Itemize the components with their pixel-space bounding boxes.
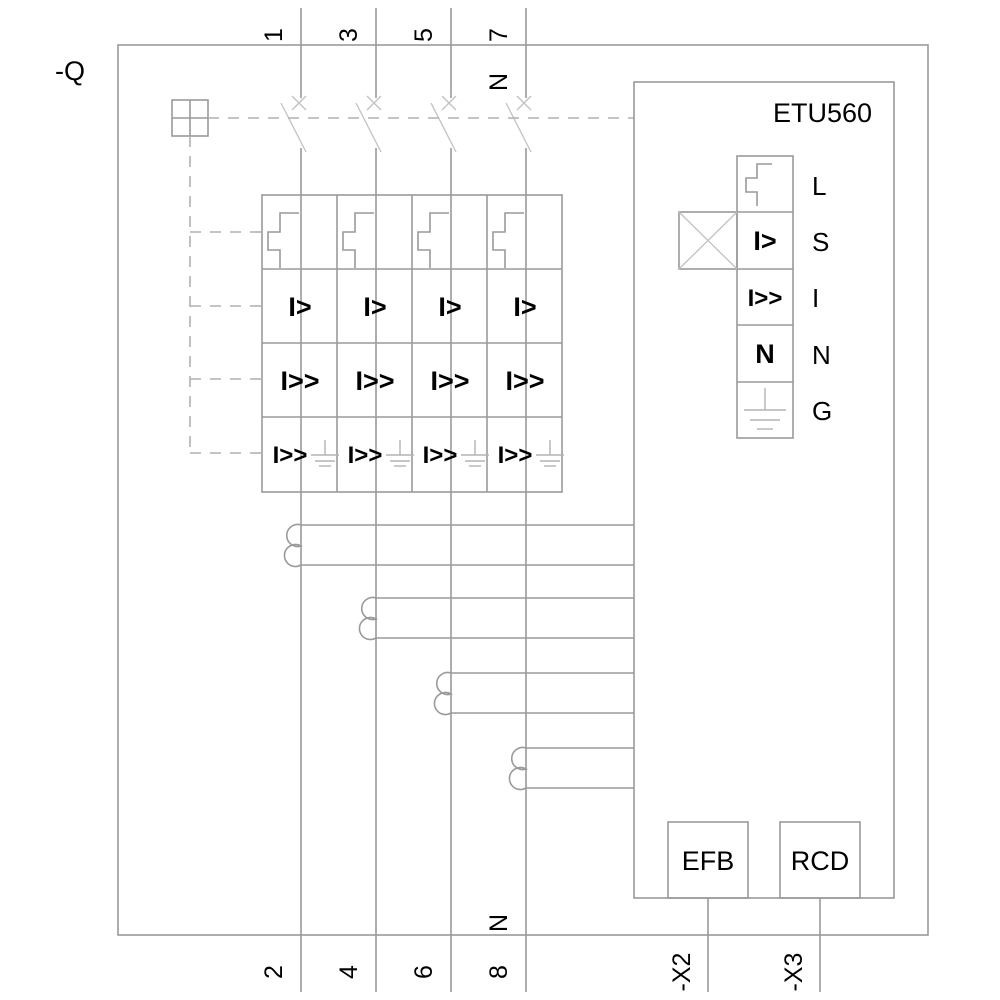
pole-symbol-earthfault: I>> [273, 442, 308, 469]
trip-unit-symbol-n: N [755, 339, 775, 369]
trip-unit-title: ETU560 [773, 98, 872, 128]
current-transformer-coils [283, 523, 634, 791]
output-modules: EFB RCD [667, 821, 861, 992]
ground-icon [536, 440, 564, 467]
trip-unit-cell-l [745, 163, 772, 206]
pole-conductors [300, 8, 527, 992]
device-tag: -Q [55, 56, 85, 86]
trip-unit-outline [633, 81, 895, 899]
trip-unit-symbol-i: I>> [748, 285, 783, 312]
bottom-terminal-label-6: 6 [410, 965, 438, 979]
pole-block [261, 194, 563, 493]
pole-symbol-overcurrent: I> [438, 292, 461, 322]
ct-coil-pole-3 [433, 671, 634, 716]
top-terminal-label-7: 7 [485, 28, 513, 42]
ct-coil-pole-2 [358, 596, 634, 641]
earthfault-row: I>> I>> I>> I>> [273, 440, 564, 469]
bottom-terminal-label-4: 4 [335, 965, 363, 979]
ground-icon [311, 440, 339, 467]
top-terminal-sublabel-n: N [485, 73, 513, 91]
pole-symbol-overcurrent: I> [363, 292, 386, 322]
thermal-release-icon [492, 212, 524, 268]
pole-symbol-shortcircuit: I>> [430, 366, 469, 396]
bottom-terminal-sublabel-n: N [485, 914, 513, 932]
pole-symbol-earthfault: I>> [423, 442, 458, 469]
thermal-release-icon [417, 212, 449, 268]
top-terminal-label-1: 1 [260, 28, 288, 42]
switch-contact-pole-4 [505, 95, 532, 153]
trip-unit-stack: L I> S I>> I N N G [678, 155, 832, 439]
ground-icon [386, 440, 414, 467]
device-outline [117, 44, 929, 936]
thermal-release-icon [267, 212, 299, 268]
ct-summation-icon [678, 211, 738, 270]
efb-module-label: EFB [682, 846, 735, 876]
trip-unit-side-label-s: S [812, 227, 829, 257]
ground-icon [461, 440, 489, 467]
thermal-release-icon [342, 212, 374, 268]
trip-unit-side-label-g: G [812, 396, 832, 426]
module-terminal-label-x2: -X2 [668, 953, 696, 992]
pole-symbol-overcurrent: I> [288, 292, 311, 322]
switch-contact-pole-1 [280, 95, 307, 153]
switch-contact-pole-2 [355, 95, 382, 153]
trip-unit-stack-outline [736, 155, 794, 439]
pole-symbol-earthfault: I>> [498, 442, 533, 469]
trip-unit-panel: ETU560 [633, 81, 895, 899]
trip-unit-side-label-l: L [812, 171, 826, 201]
trip-unit-symbol-s: I> [753, 226, 776, 256]
ct-coil-pole-4 [508, 746, 634, 791]
pole-symbol-shortcircuit: I>> [355, 366, 394, 396]
trip-unit-side-label-n: N [812, 340, 831, 370]
pole-symbol-shortcircuit: I>> [280, 366, 319, 396]
switch-contact-pole-3 [430, 95, 457, 153]
module-terminal-label-x3: -X3 [780, 953, 808, 992]
shortcircuit-row: I>> I>> I>> I>> [280, 366, 544, 396]
top-terminal-label-3: 3 [335, 28, 363, 42]
switch-contacts [280, 95, 532, 153]
pole-symbol-earthfault: I>> [348, 442, 383, 469]
mechanical-linkage [171, 99, 634, 455]
overcurrent-row: I> I> I> I> [288, 292, 536, 322]
bottom-terminal-label-2: 2 [260, 965, 288, 979]
rcd-module-label: RCD [791, 846, 850, 876]
pole-symbol-shortcircuit: I>> [505, 366, 544, 396]
thermal-release-row [267, 212, 524, 268]
trip-unit-ground-icon [744, 388, 786, 430]
trip-unit-side-label-i: I [812, 283, 819, 313]
bottom-terminal-label-8: 8 [485, 965, 513, 979]
pole-symbol-overcurrent: I> [513, 292, 536, 322]
ct-coil-pole-1 [283, 523, 634, 568]
top-terminal-label-5: 5 [410, 28, 438, 42]
